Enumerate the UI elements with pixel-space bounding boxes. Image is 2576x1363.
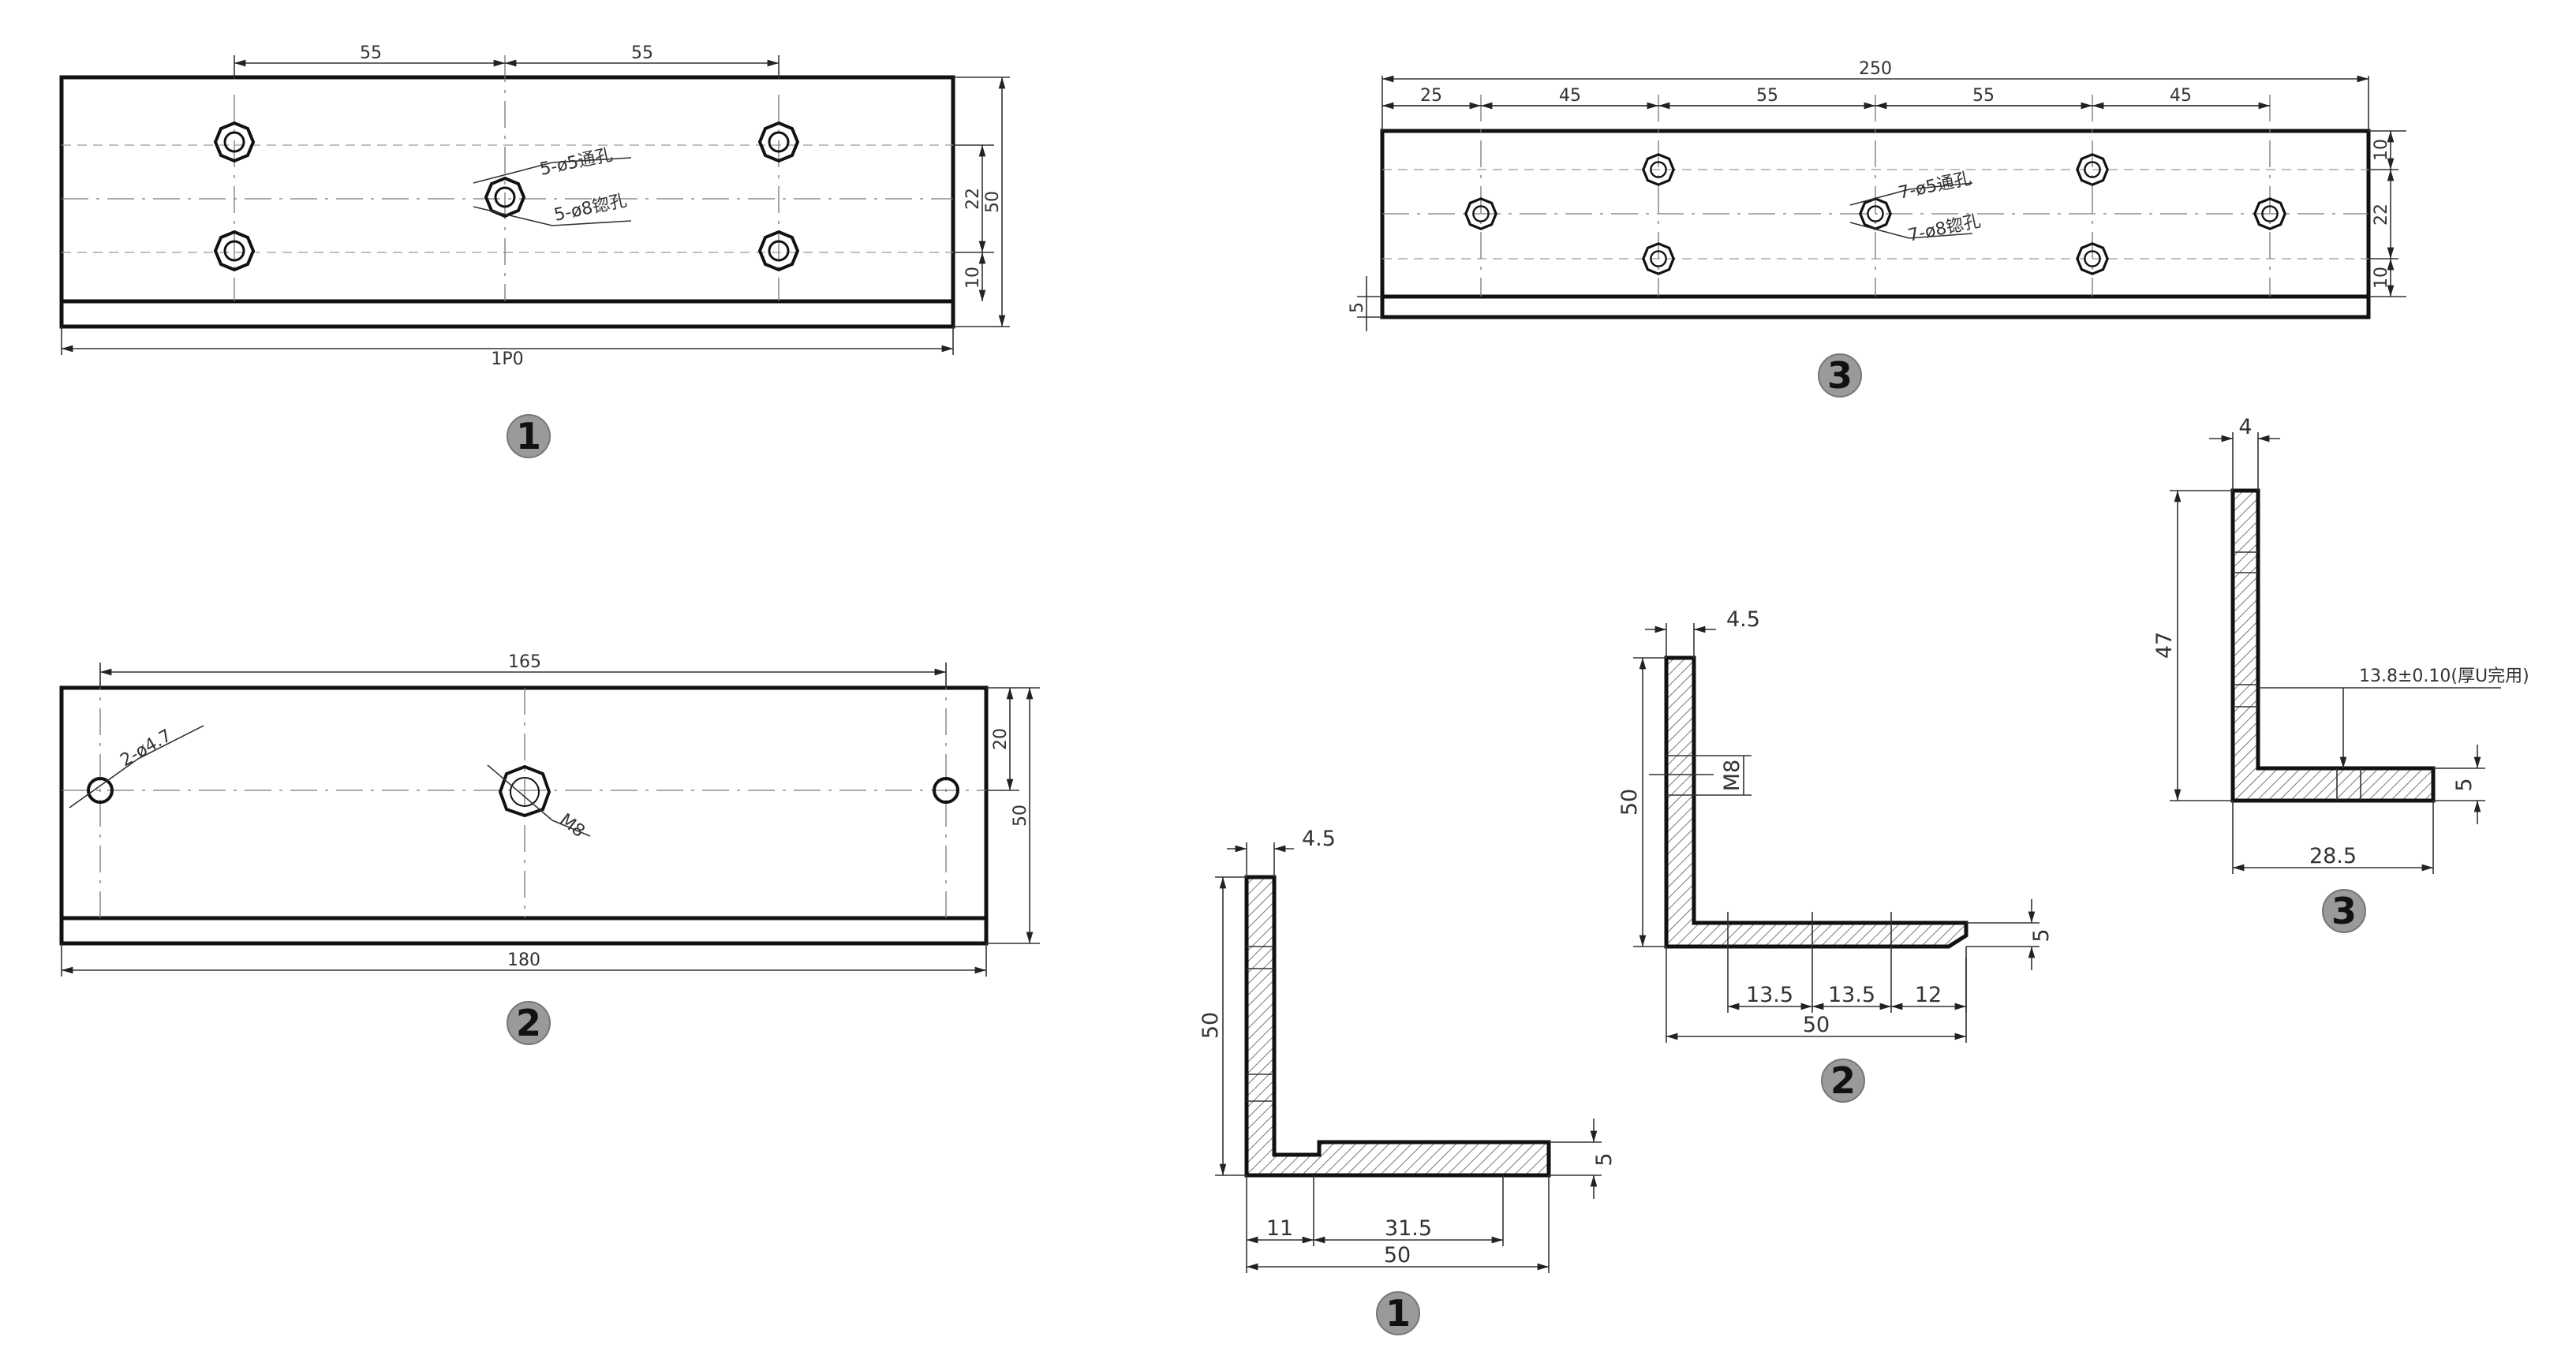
callout-holes: 2-ø4.7 <box>118 726 175 771</box>
dim-b: 13.5 <box>1828 983 1875 1007</box>
dim-right-c: 10 <box>963 267 983 289</box>
hole-icon <box>933 777 959 804</box>
dim-flange: 5 <box>1592 1152 1617 1166</box>
dim-thickness: 4.5 <box>1302 827 1336 851</box>
dim-thickness: 4.5 <box>1726 607 1760 632</box>
dim-right-b: 50 <box>983 191 1003 213</box>
dim-width: 28.5 <box>2309 844 2357 868</box>
callout-counterbore: 5-ø8锪孔 <box>552 191 629 226</box>
badge-1: 1 <box>1376 1291 1420 1335</box>
svg-text:3: 3 <box>1827 354 1853 397</box>
dim-right-a: 20 <box>991 728 1011 750</box>
dim-width: 50 <box>1803 1013 1830 1037</box>
dim-height: 50 <box>1198 1012 1223 1039</box>
dim-s5: 45 <box>2170 86 2192 106</box>
front-view-2: 165 180 20 50 2-ø4.7 M8 2 <box>59 652 1040 1045</box>
svg-text:2: 2 <box>516 1002 541 1044</box>
svg-text:2: 2 <box>1830 1059 1856 1102</box>
dim-s3: 55 <box>1756 86 1778 106</box>
side-view-3: 4 47 13.8±0.10(厚U完用) 5 28.5 3 <box>2152 415 2529 933</box>
svg-text:1: 1 <box>1385 1292 1411 1335</box>
side-view-1: 4.5 50 5 11 31.5 50 1 <box>1198 827 1617 1335</box>
dim-a: 11 <box>1266 1216 1293 1241</box>
dim-right-c: 10 <box>2372 267 2391 289</box>
callout-thread: M8 <box>555 810 588 842</box>
badge-2: 2 <box>507 1001 551 1045</box>
dim-overall: 250 <box>1859 59 1892 79</box>
callout-through-hole: 5-ø5通孔 <box>538 145 615 180</box>
dim-bottom: 180 <box>507 950 540 970</box>
dim-top: 165 <box>508 652 541 672</box>
svg-text:1: 1 <box>516 415 541 457</box>
dim-s1: 25 <box>1420 86 1442 106</box>
dim-a: 13.5 <box>1746 983 1793 1007</box>
dim-c: 12 <box>1915 983 1942 1007</box>
dim-bottom: 1P0 <box>491 349 523 369</box>
dim-thickness: 4 <box>2238 415 2252 439</box>
badge-1: 1 <box>507 414 551 458</box>
badge-2: 2 <box>1821 1059 1865 1103</box>
badge-3: 3 <box>2322 889 2366 933</box>
dim-height: 47 <box>2152 632 2177 659</box>
callout-counterbore: 7-ø8锪孔 <box>1906 211 1983 246</box>
dim-right-b: 22 <box>2372 204 2391 226</box>
dim-top-right: 55 <box>631 43 653 63</box>
dim-left: 5 <box>1348 302 1367 313</box>
dim-width: 50 <box>1384 1243 1411 1268</box>
dim-right-a: 22 <box>963 188 983 210</box>
dim-top-left: 55 <box>360 43 382 63</box>
dim-thread: M8 <box>1720 760 1744 791</box>
hole-icon <box>87 777 114 804</box>
badge-3: 3 <box>1818 353 1862 398</box>
dim-right-a: 10 <box>2372 139 2391 161</box>
dim-flange: 5 <box>2452 778 2477 791</box>
side-view-2: 4.5 50 M8 5 13.5 13.5 12 50 2 <box>1617 607 2054 1103</box>
callout-through-hole: 7-ø5通孔 <box>1897 169 1973 204</box>
front-view-3: 250 25 45 55 55 45 5 10 22 10 7-ø5通孔 7-ø… <box>1348 59 2406 398</box>
dim-right-b: 50 <box>1011 805 1030 827</box>
dim-s2: 45 <box>1559 86 1581 106</box>
dim-b: 31.5 <box>1385 1216 1432 1241</box>
svg-text:3: 3 <box>2331 890 2357 932</box>
front-view-1: 55 55 1P0 22 50 10 5-ø5通孔 5-ø8锪孔 1 <box>59 43 1010 458</box>
dim-note: 13.8±0.10(厚U完用) <box>2359 667 2529 686</box>
dim-flange: 5 <box>2029 928 2054 942</box>
dim-height: 50 <box>1617 789 1642 816</box>
dim-s4: 55 <box>1972 86 1995 106</box>
